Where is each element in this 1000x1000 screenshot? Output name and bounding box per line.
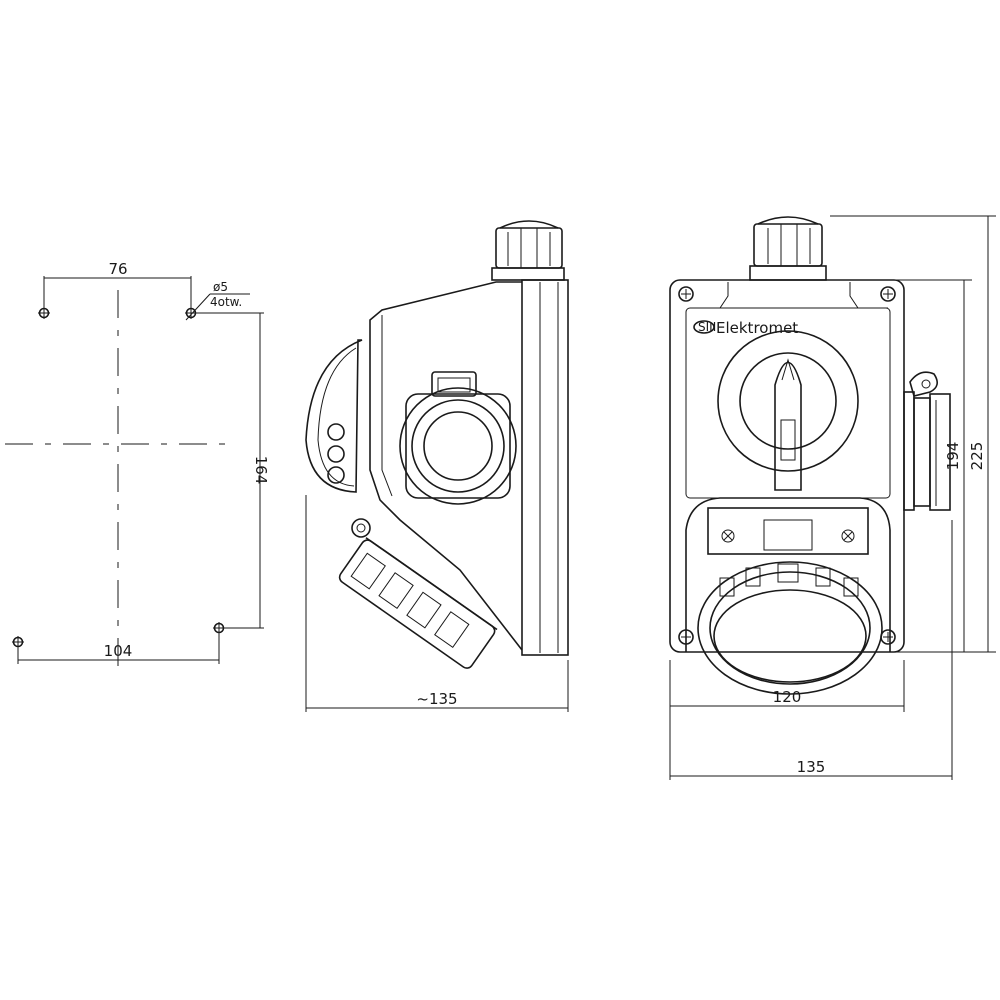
side-switch-knob xyxy=(305,339,363,493)
mount-hole-top-left xyxy=(38,307,50,319)
dim-hole-diameter: ø5 xyxy=(213,280,228,294)
side-lower-socket xyxy=(338,537,498,669)
brand-name: Elektromet xyxy=(716,319,798,337)
dim-front-total-width: 135 xyxy=(797,758,826,776)
mount-hole-bottom-left xyxy=(12,636,24,648)
socket-lid-hinge xyxy=(707,507,869,555)
side-lock xyxy=(903,371,951,511)
rotary-switch xyxy=(717,330,859,491)
switch-handle xyxy=(774,361,802,491)
brand-logo: SIII xyxy=(693,320,716,334)
mounting-pattern-view: 76 ø5 4otw. 164 104 xyxy=(5,260,270,668)
dim-front-inner-width: 120 xyxy=(773,688,802,706)
side-back-plate xyxy=(521,279,569,656)
side-socket xyxy=(399,371,517,505)
screw-top-right xyxy=(880,286,896,302)
side-view: ~135 xyxy=(305,220,569,712)
side-body-outline xyxy=(369,281,523,651)
dim-front-total-height: 225 xyxy=(968,442,986,471)
dim-mount-height: 164 xyxy=(252,456,270,485)
svg-text:SIII: SIII xyxy=(698,320,716,334)
front-view: SIII Elektromet xyxy=(669,215,996,780)
front-socket xyxy=(697,561,883,695)
dim-hole-count: 4otw. xyxy=(210,295,242,309)
dim-front-inner-height: 194 xyxy=(944,442,962,471)
mount-hole-bottom-right xyxy=(213,622,225,634)
cable-gland-side xyxy=(491,220,565,281)
mount-hole-top-right xyxy=(185,307,197,319)
screw-bottom-right xyxy=(880,629,896,645)
lid-screw-right xyxy=(841,529,855,543)
dim-mount-bottom-width: 104 xyxy=(104,642,133,660)
dim-side-depth: ~135 xyxy=(416,690,457,708)
dim-mount-top-width: 76 xyxy=(108,260,127,278)
cable-gland-front xyxy=(749,216,827,281)
screw-top-left xyxy=(678,286,694,302)
lid-screw-left xyxy=(721,529,735,543)
